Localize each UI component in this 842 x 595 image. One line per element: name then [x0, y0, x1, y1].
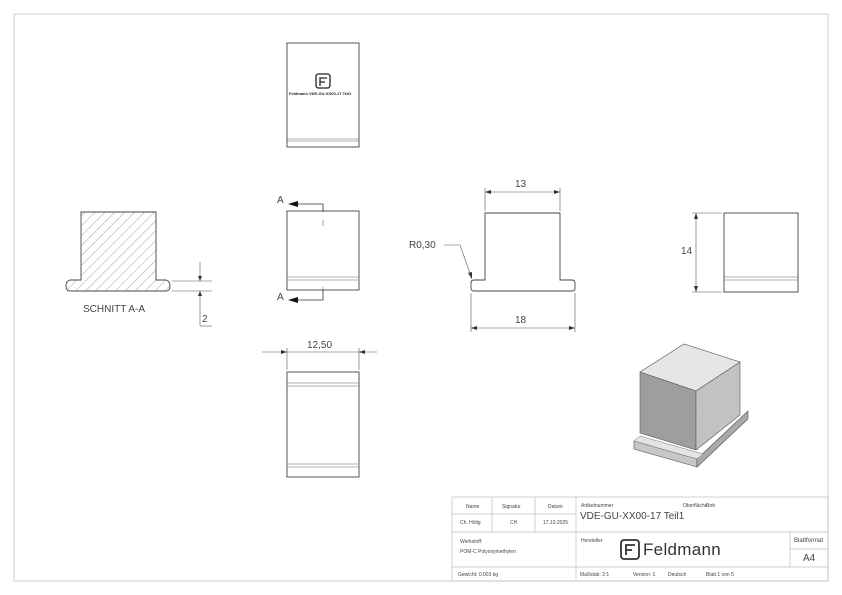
manufacturer-label: Hersteller [581, 538, 603, 544]
weight: Gewicht: 0.003 kg [458, 572, 499, 578]
language: Deutsch [668, 572, 687, 578]
surface-label: Oberfläche: [683, 503, 709, 509]
sheet-number: Blatt 1 von 5 [706, 572, 734, 578]
row-name: Ch. Hölig [460, 520, 481, 526]
dim-height: 14 [681, 246, 693, 257]
isometric-view [633, 343, 749, 468]
version: Version: 1 [633, 572, 656, 578]
section-view [65, 211, 212, 327]
material-label: Werkstoff: [460, 539, 483, 545]
row-signature: CH [510, 520, 518, 526]
engraving-text: Feldmann VDE-GU-XX00-17 Teil1 [289, 91, 352, 96]
section-label: SCHNITT A-A [83, 304, 146, 315]
title-block-grid [451, 496, 829, 582]
dim-radius: R0,30 [409, 240, 436, 251]
row-date: 17.10.2025 [543, 520, 569, 526]
front-view [286, 201, 360, 303]
header-signature: Signatur [502, 504, 521, 510]
format-label: Blattformat [794, 538, 824, 544]
dim-base-width: 18 [515, 315, 527, 326]
header-name: Name [466, 504, 480, 510]
sheet-border [13, 13, 829, 582]
surface-value: Roh [706, 503, 716, 509]
material-value: POM-C Polyoxymethylen [460, 549, 516, 555]
section-marker-bottom: A [277, 292, 284, 303]
section-marker-top: A [277, 195, 284, 206]
format-value: A4 [803, 553, 816, 564]
profile-view [444, 188, 576, 332]
scale: Maßstab: 2:1 [580, 572, 610, 578]
dim-top-width: 13 [515, 179, 527, 190]
dim-depth: 12,50 [307, 340, 333, 351]
brand-name: Feldmann [643, 540, 721, 559]
feldmann-logo-icon [620, 539, 640, 560]
bottom-view [262, 348, 377, 478]
header-date: Datum [548, 504, 563, 510]
top-view [286, 42, 360, 148]
right-view [692, 212, 799, 293]
article-label: Artikelnummer [581, 503, 614, 509]
dim-flange: 2 [202, 314, 208, 325]
article-number: VDE-GU-XX00-17 Teil1 [580, 511, 685, 522]
